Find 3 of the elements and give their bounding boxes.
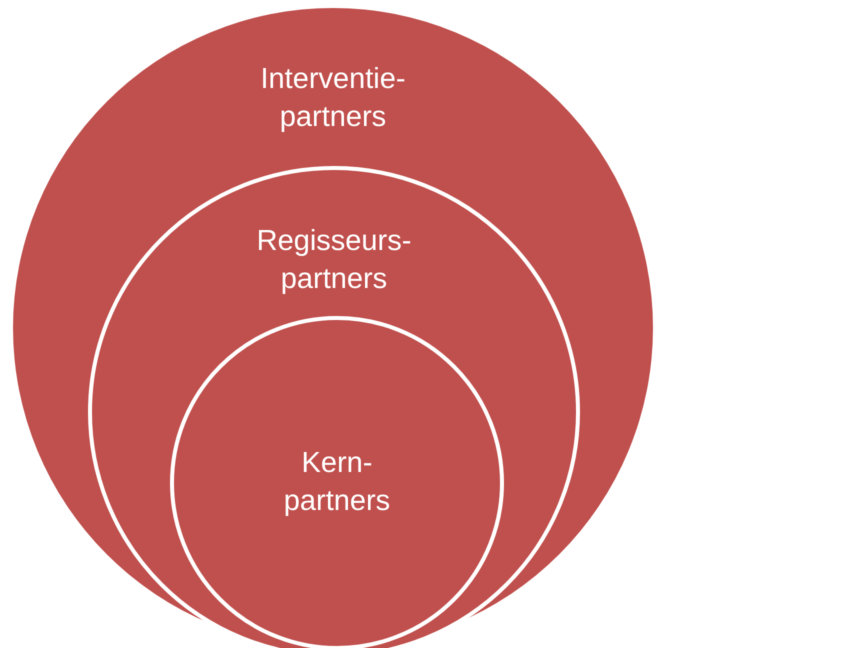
circle-label: Interventie- partners bbox=[259, 62, 407, 135]
circle-label: Regisseurs- partners bbox=[256, 224, 412, 297]
circle-label: Kern- partners bbox=[282, 446, 392, 519]
